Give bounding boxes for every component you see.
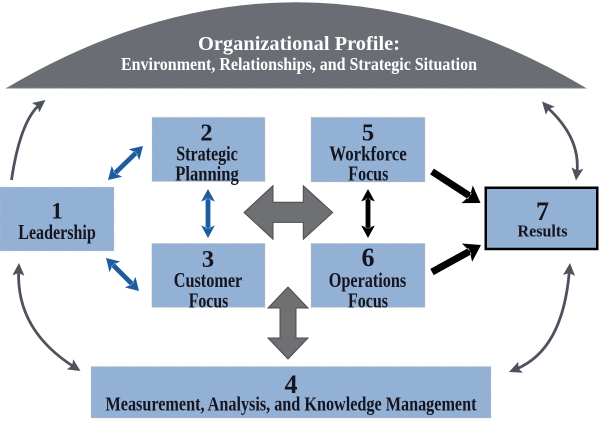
svg-text:Focus: Focus <box>189 289 229 313</box>
svg-text:Operations: Operations <box>329 268 407 292</box>
svg-text:Focus: Focus <box>348 162 388 186</box>
svg-text:Measurement, Analysis, and Kno: Measurement, Analysis, and Knowledge Man… <box>106 394 477 416</box>
svg-text:Results: Results <box>518 222 569 241</box>
svg-text:Planning: Planning <box>175 162 239 186</box>
svg-text:7: 7 <box>536 197 549 226</box>
svg-text:Workforce: Workforce <box>329 142 407 166</box>
svg-text:1: 1 <box>51 199 63 224</box>
svg-text:Environment, Relationships, an: Environment, Relationships, and Strategi… <box>121 54 477 74</box>
svg-text:Strategic: Strategic <box>176 142 238 166</box>
svg-text:Leadership: Leadership <box>18 220 96 244</box>
svg-text:5: 5 <box>362 120 374 147</box>
svg-text:2: 2 <box>200 120 212 147</box>
svg-text:Focus: Focus <box>348 289 388 313</box>
svg-text:3: 3 <box>202 246 214 273</box>
svg-text:Organizational Profile:: Organizational Profile: <box>198 33 400 55</box>
svg-text:6: 6 <box>362 243 375 272</box>
svg-text:Customer: Customer <box>174 268 243 292</box>
svg-text:4: 4 <box>285 370 298 399</box>
